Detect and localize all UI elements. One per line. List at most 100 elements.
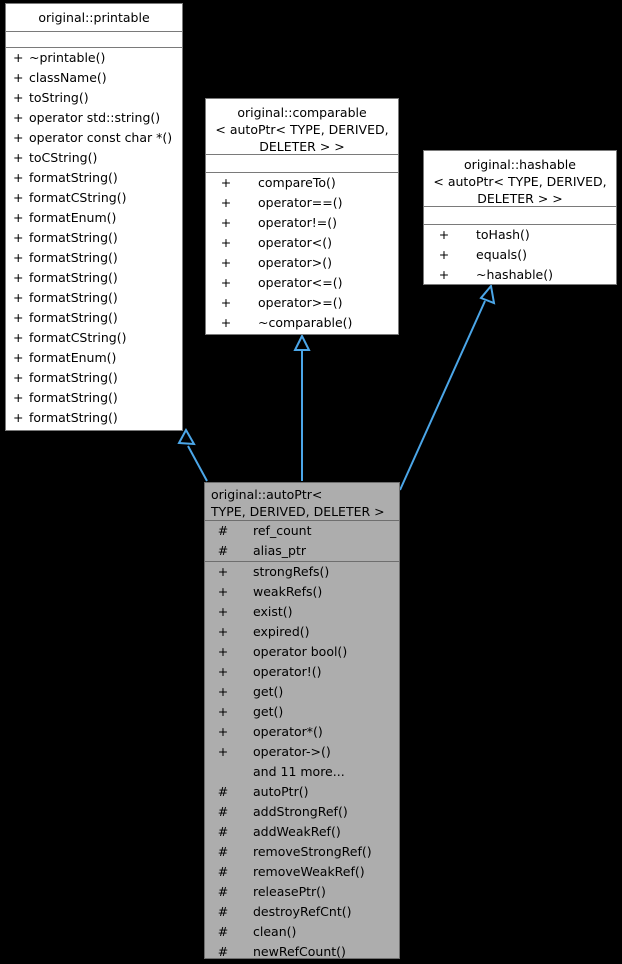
- member-row: +operator const char *(): [6, 128, 182, 148]
- visibility-marker: +: [220, 215, 232, 230]
- member-row: +operator==(): [206, 193, 398, 213]
- member-row: #addWeakRef(): [205, 822, 399, 842]
- member-label: releasePtr(): [253, 884, 326, 899]
- attribute-row: #alias_ptr: [205, 541, 399, 561]
- member-label: toHash(): [476, 227, 530, 242]
- member-row: and 11 more...: [205, 762, 399, 782]
- member-row: # releasePtr(): [205, 882, 399, 902]
- class-title-hashable: original::hashable < autoPtr< TYPE, DERI…: [424, 151, 616, 207]
- member-row: +operator!=(): [206, 213, 398, 233]
- class-box-comparable[interactable]: original::comparable < autoPtr< TYPE, DE…: [205, 98, 399, 335]
- member-row: + formatString(): [6, 368, 182, 388]
- class-attributes-comparable: [206, 155, 398, 173]
- member-label: formatString(): [29, 290, 118, 305]
- class-title-autoptr: original::autoPtr< TYPE, DERIVED, DELETE…: [205, 483, 399, 521]
- member-label: exist(): [253, 604, 293, 619]
- member-row: +formatEnum(): [6, 208, 182, 228]
- member-label: operator bool(): [253, 644, 348, 659]
- class-box-hashable[interactable]: original::hashable < autoPtr< TYPE, DERI…: [423, 150, 617, 285]
- member-label: formatString(): [29, 410, 118, 425]
- visibility-marker: +: [13, 190, 24, 205]
- visibility-marker: +: [217, 564, 229, 579]
- member-label: formatCString(): [29, 330, 127, 345]
- member-label: expired(): [253, 624, 310, 639]
- member-row: +~comparable(): [206, 313, 398, 333]
- visibility-marker: #: [217, 864, 229, 879]
- visibility-marker: +: [13, 250, 24, 265]
- visibility-marker: +: [13, 50, 24, 65]
- member-row: #destroyRefCnt(): [205, 902, 399, 922]
- class-box-autoptr[interactable]: original::autoPtr< TYPE, DERIVED, DELETE…: [204, 482, 400, 959]
- member-row: +operator<=(): [206, 273, 398, 293]
- member-row: +~hashable(): [424, 265, 616, 285]
- member-row: # addStrongRef(): [205, 802, 399, 822]
- member-label: get(): [253, 704, 284, 719]
- member-label: addStrongRef(): [253, 804, 348, 819]
- member-label: operator>=(): [258, 295, 343, 310]
- visibility-marker: +: [13, 170, 24, 185]
- member-row: #removeWeakRef(): [205, 862, 399, 882]
- attribute-label: alias_ptr: [253, 543, 307, 558]
- arrowhead-hashable: [479, 283, 496, 305]
- visibility-marker: +: [13, 230, 24, 245]
- member-row: #autoPtr(): [205, 782, 399, 802]
- visibility-marker: +: [438, 227, 450, 242]
- member-label: get(): [253, 684, 284, 699]
- member-label: operator==(): [258, 195, 343, 210]
- member-row: +operator*(): [205, 722, 399, 742]
- visibility-marker: +: [217, 684, 229, 699]
- member-label: toCString(): [29, 150, 98, 165]
- member-label: destroyRefCnt(): [253, 904, 352, 919]
- member-label: weakRefs(): [253, 584, 323, 599]
- member-row: #clean(): [205, 922, 399, 942]
- visibility-marker: +: [13, 290, 24, 305]
- visibility-marker: #: [217, 884, 229, 899]
- visibility-marker: +: [13, 410, 24, 425]
- class-attributes-printable: [6, 32, 182, 48]
- visibility-marker: +: [220, 175, 232, 190]
- member-label: ~printable(): [29, 50, 106, 65]
- visibility-marker: +: [13, 350, 24, 365]
- member-label: compareTo(): [258, 175, 336, 190]
- visibility-marker: +: [13, 270, 24, 285]
- member-row: + formatString(): [6, 288, 182, 308]
- member-label: operator!(): [253, 664, 322, 679]
- member-label: formatString(): [29, 270, 118, 285]
- visibility-marker: +: [13, 370, 24, 385]
- member-row: #newRefCount(): [205, 942, 399, 962]
- class-operations-comparable: +compareTo()+operator==()+operator!=()+o…: [206, 173, 398, 333]
- member-label: formatEnum(): [29, 350, 117, 365]
- visibility-marker: +: [13, 90, 24, 105]
- member-row: +formatString(): [6, 228, 182, 248]
- visibility-marker: #: [217, 804, 229, 819]
- member-row: +formatString(): [6, 308, 182, 328]
- visibility-marker: +: [13, 390, 24, 405]
- member-row: +className(): [6, 68, 182, 88]
- member-label: operator const char *(): [29, 130, 173, 145]
- visibility-marker: +: [220, 235, 232, 250]
- visibility-marker: +: [217, 724, 229, 739]
- member-row: + strongRefs(): [205, 562, 399, 582]
- member-label: operator<(): [258, 235, 332, 250]
- member-label: formatString(): [29, 250, 118, 265]
- visibility-marker: +: [13, 330, 24, 345]
- edge-autoptr-hashable: [399, 300, 486, 491]
- visibility-marker: #: [217, 944, 229, 959]
- class-attributes-autoptr: # ref_count #alias_ptr: [205, 521, 399, 562]
- member-row: +operator>=(): [206, 293, 398, 313]
- attribute-label: ref_count: [253, 523, 312, 538]
- visibility-marker: +: [13, 210, 24, 225]
- member-label: clean(): [253, 924, 297, 939]
- member-label: formatString(): [29, 170, 118, 185]
- member-row: + formatString(): [6, 268, 182, 288]
- visibility-marker: +: [13, 150, 24, 165]
- member-label: formatString(): [29, 370, 118, 385]
- visibility-marker: #: [217, 523, 229, 538]
- member-row: + formatString(): [6, 168, 182, 188]
- class-box-printable[interactable]: original::printable +~printable()+classN…: [5, 3, 183, 431]
- member-row: +operator bool(): [205, 642, 399, 662]
- member-row: +operator!(): [205, 662, 399, 682]
- member-label: strongRefs(): [253, 564, 330, 579]
- visibility-marker: #: [217, 844, 229, 859]
